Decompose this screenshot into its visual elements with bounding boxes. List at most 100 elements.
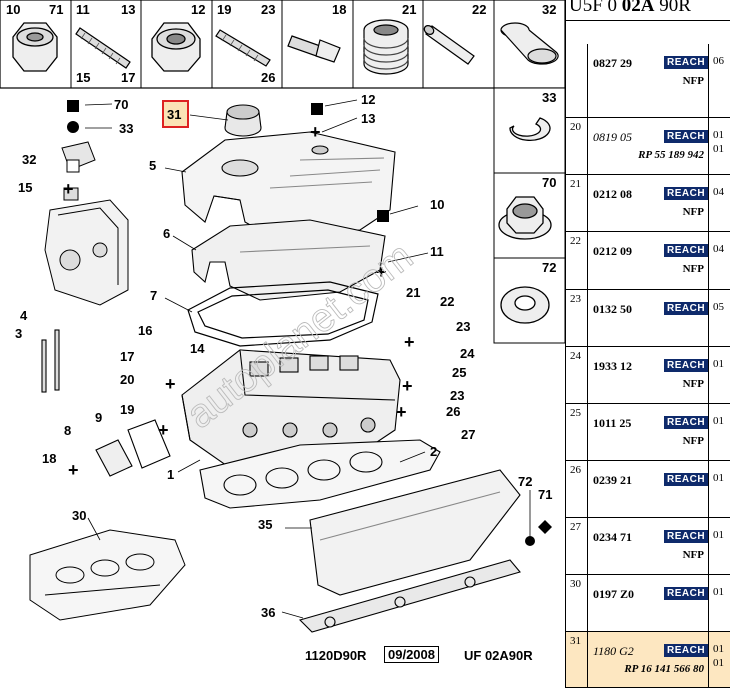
callout-2[interactable]: 2 <box>430 444 438 459</box>
callout-72[interactable]: 72 <box>518 474 533 489</box>
part-quantity: 01 <box>708 575 730 631</box>
head-gasket <box>199 439 441 509</box>
reach-badge[interactable]: REACH <box>664 130 709 143</box>
reach-badge[interactable]: REACH <box>664 244 709 257</box>
part-quantity: 01 <box>708 461 730 517</box>
part-subtext: RP 16 141 566 80 <box>624 663 704 675</box>
quantity-value: 01 <box>713 657 724 669</box>
part-reference[interactable]: 0234 71 <box>593 530 632 544</box>
reach-badge[interactable]: REACH <box>664 302 709 315</box>
callout-18[interactable]: 18 <box>42 451 57 466</box>
callout-25[interactable]: 25 <box>452 365 467 380</box>
callout-4[interactable]: 4 <box>20 308 28 323</box>
panel-header: U5F 0 02A 90R <box>569 0 691 16</box>
callout-8[interactable]: 8 <box>64 423 72 438</box>
reach-badge[interactable]: REACH <box>664 56 709 69</box>
callout-32[interactable]: 32 <box>22 152 37 167</box>
reach-badge[interactable]: REACH <box>664 359 709 372</box>
callout-36[interactable]: 36 <box>261 605 276 620</box>
callout-30[interactable]: 30 <box>72 508 87 523</box>
callout-10[interactable]: 10 <box>430 197 445 212</box>
part-reference[interactable]: 1011 25 <box>593 416 632 430</box>
part-reference[interactable]: 0212 09 <box>593 244 632 258</box>
callout-31-highlight[interactable] <box>162 100 189 128</box>
part-reference[interactable]: 0239 21 <box>593 473 632 487</box>
svg-text:+: + <box>310 122 321 142</box>
split-washer-icon <box>509 117 551 142</box>
callout-35[interactable]: 35 <box>258 517 273 532</box>
callout-6[interactable]: 6 <box>163 226 171 241</box>
part-index <box>566 44 588 117</box>
quantity-value: 01 <box>713 643 724 655</box>
part-reference[interactable]: 1933 12 <box>593 359 632 373</box>
svg-text:+: + <box>68 460 79 480</box>
nut-icon <box>151 22 201 72</box>
flange-nut-icon <box>498 196 552 240</box>
callout-15[interactable]: 15 <box>18 180 33 195</box>
callout-31[interactable]: 31 <box>167 107 182 122</box>
callout-27[interactable]: 27 <box>461 427 476 442</box>
reach-badge[interactable]: REACH <box>664 587 709 600</box>
callout-1[interactable]: 1 <box>167 467 175 482</box>
callout-17[interactable]: 17 <box>120 349 135 364</box>
reach-badge[interactable]: REACH <box>664 644 709 657</box>
part-reference[interactable]: 0132 50 <box>593 302 632 316</box>
callout-16[interactable]: 16 <box>138 323 153 338</box>
reach-badge[interactable]: REACH <box>664 530 709 543</box>
callout-23b[interactable]: 23 <box>450 388 465 403</box>
callout-21[interactable]: 21 <box>406 285 421 300</box>
callout-26[interactable]: 26 <box>446 404 461 419</box>
part-index: 21 <box>566 175 588 231</box>
part-reference[interactable]: 0212 08 <box>593 187 632 201</box>
callout-13[interactable]: 13 <box>361 111 376 126</box>
reach-badge[interactable]: REACH <box>664 473 709 486</box>
callout-24[interactable]: 24 <box>460 346 475 361</box>
part-reference[interactable]: 0827 29 <box>593 56 632 70</box>
quantity-value: 01 <box>713 415 724 427</box>
reach-badge[interactable]: REACH <box>664 187 709 200</box>
svg-text:+: + <box>404 332 415 352</box>
part-reference[interactable]: 0197 Z0 <box>593 587 635 601</box>
tile-label-21: 21 <box>402 2 417 17</box>
svg-text:+: + <box>165 374 176 394</box>
tile-label-15: 15 <box>76 70 91 85</box>
part-index: 25 <box>566 404 588 460</box>
square-marker <box>67 100 389 222</box>
callout-70[interactable]: 70 <box>114 97 129 112</box>
callout-9[interactable]: 9 <box>95 410 103 425</box>
callout-71[interactable]: 71 <box>538 487 553 502</box>
tile-label-19: 19 <box>217 2 232 17</box>
part-quantity: 05 <box>708 290 730 346</box>
diamond-marker <box>538 520 552 534</box>
part-reference[interactable]: 0819 05 <box>593 130 632 144</box>
cover-gasket <box>187 281 379 347</box>
callout-19[interactable]: 19 <box>120 402 135 417</box>
callout-20[interactable]: 20 <box>120 372 135 387</box>
callout-23a[interactable]: 23 <box>456 319 471 334</box>
reach-badge[interactable]: REACH <box>664 416 709 429</box>
callout-3[interactable]: 3 <box>15 326 23 341</box>
stud-icon <box>215 29 271 67</box>
callout-7[interactable]: 7 <box>150 288 158 303</box>
callout-11[interactable]: 11 <box>430 244 444 259</box>
callout-14[interactable]: 14 <box>190 341 205 356</box>
callout-5[interactable]: 5 <box>149 158 157 173</box>
callout-22[interactable]: 22 <box>440 294 455 309</box>
sleeve-icon <box>500 22 559 65</box>
quantity-value: 06 <box>713 55 724 67</box>
spring-icon <box>363 19 409 75</box>
part-reference[interactable]: 1180 G2 <box>593 644 634 658</box>
callout-12[interactable]: 12 <box>361 92 376 107</box>
callout-33[interactable]: 33 <box>119 121 134 136</box>
